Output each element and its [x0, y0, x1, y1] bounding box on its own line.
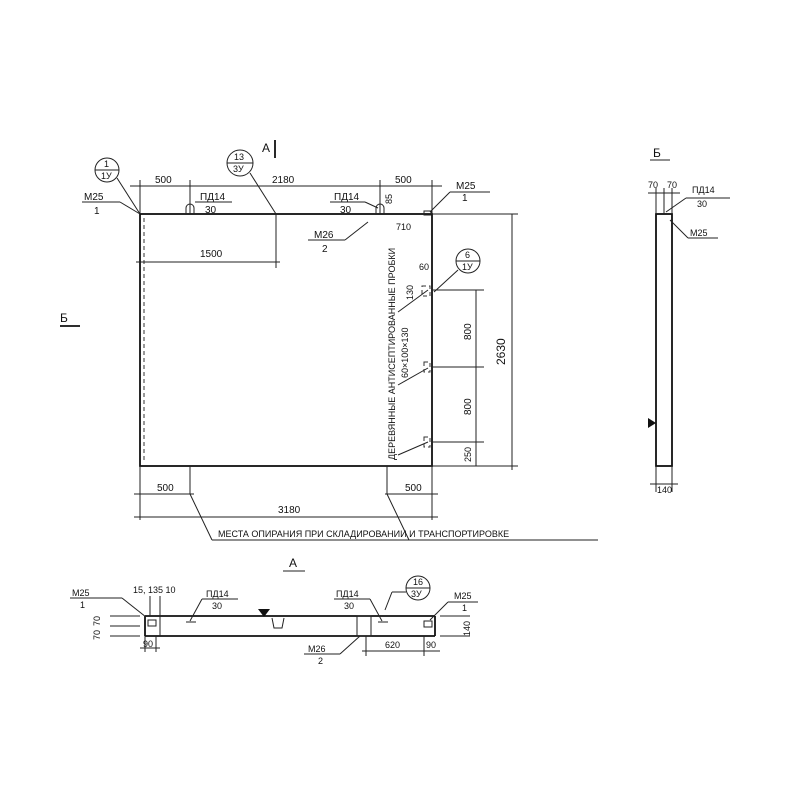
panel-outline: [139, 213, 433, 467]
side-view-title: Б: [653, 146, 661, 160]
side-dim-70-a: 70: [648, 180, 658, 190]
side-pd14-top: ПД14: [692, 185, 715, 195]
section-mark-a: А: [262, 141, 270, 155]
sec-dim-90-right: 90: [426, 640, 436, 650]
svg-text:М25: М25: [456, 181, 476, 192]
svg-text:1: 1: [462, 193, 468, 204]
sec-dim-70-b: 70: [92, 630, 102, 640]
section-a: А М25 1 15, 135 10 70 70 90 ПД14 30: [70, 556, 478, 666]
svg-text:13: 13: [234, 152, 244, 162]
svg-text:30: 30: [212, 601, 222, 611]
dim-2180: 2180: [272, 175, 295, 186]
svg-text:1: 1: [104, 159, 109, 169]
label-pd14-right: ПД14 30: [330, 192, 385, 216]
svg-text:16: 16: [413, 577, 423, 587]
support-note: МЕСТА ОПИРАНИЯ ПРИ СКЛАДИРОВАНИИ И ТРАНС…: [218, 529, 509, 539]
svg-text:3У: 3У: [411, 589, 422, 599]
side-pd14-bottom: 30: [697, 199, 707, 209]
sec-dim-70-a: 70: [92, 616, 102, 626]
svg-text:6: 6: [465, 250, 470, 260]
svg-text:1: 1: [462, 603, 467, 613]
svg-text:1: 1: [94, 206, 100, 217]
sec-label-pd14-right: ПД14 30: [334, 589, 383, 622]
label-m25-left: М25 1: [82, 192, 141, 217]
callout-1-1u: 1 1У: [94, 157, 141, 215]
sec-dim-620: 620: [385, 640, 400, 650]
label-pd14-left: ПД14 30: [185, 192, 232, 216]
sec-label-m25-left: М25 1: [70, 588, 147, 618]
dim-500-bottom-left: 500: [157, 483, 174, 494]
svg-text:ПД14: ПД14: [206, 589, 229, 599]
dim-500-right: 500: [395, 175, 412, 186]
svg-text:30: 30: [344, 601, 354, 611]
section-a-title: А: [289, 556, 297, 570]
sec-dim-140: 140: [462, 621, 472, 636]
dim-1500: 1500: [200, 249, 223, 260]
svg-text:2: 2: [322, 244, 328, 255]
svg-text:3У: 3У: [233, 164, 244, 174]
sec-dim-90-left: 90: [143, 639, 153, 649]
svg-text:ПД14: ПД14: [200, 192, 226, 203]
dim-3180: 3180: [278, 505, 301, 516]
sec-label-pd14-left: ПД14 30: [189, 589, 238, 622]
dim-60: 60: [419, 262, 429, 272]
svg-text:30: 30: [340, 205, 352, 216]
dim-710: 710: [396, 222, 411, 232]
dim-800-b: 800: [463, 398, 474, 415]
sec-label-m25-right: М25 1: [429, 591, 478, 621]
plan-view: А Б 500 2180 500 1500 1 1У 13 3У: [60, 140, 598, 541]
side-view-b: Б 70 70 ПД14 30 М25 140: [648, 146, 730, 495]
section-mark-b: Б: [60, 311, 68, 325]
svg-text:М26: М26: [308, 644, 326, 654]
side-dim-70-b: 70: [667, 180, 677, 190]
dim-800-a: 800: [463, 323, 474, 340]
dim-85: 85: [384, 194, 394, 204]
dim-130: 130: [405, 285, 415, 300]
label-m26: М26 2: [308, 221, 369, 255]
sec-callout-16-3u: 16 3У: [384, 575, 431, 611]
svg-text:М25: М25: [84, 192, 104, 203]
svg-text:2: 2: [318, 656, 323, 666]
side-m25: М25: [690, 228, 708, 238]
svg-text:ПД14: ПД14: [336, 589, 359, 599]
svg-text:М25: М25: [72, 588, 90, 598]
dim-2630: 2630: [494, 338, 508, 365]
svg-text:1У: 1У: [462, 262, 473, 272]
sec-label-m26: М26 2: [304, 635, 361, 666]
svg-text:М26: М26: [314, 230, 334, 241]
level-mark-icon: [648, 418, 656, 428]
dim-500-left: 500: [155, 175, 172, 186]
svg-text:1: 1: [80, 600, 85, 610]
svg-text:ПД14: ПД14: [334, 192, 360, 203]
callout-6-1u: 6 1У: [433, 248, 481, 293]
dim-500-bottom-right: 500: [405, 483, 422, 494]
label-m25-right: М25 1: [423, 181, 490, 216]
svg-text:30: 30: [205, 205, 217, 216]
wood-plugs-note: ДЕРЕВЯННЫЕ АНТИСЕПТИРОВАННЫЕ ПРОБКИ: [387, 248, 397, 460]
side-dim-140: 140: [657, 485, 672, 495]
svg-text:1У: 1У: [101, 171, 112, 181]
sec-dims-top: 15, 135 10: [133, 585, 176, 595]
level-mark-icon: [258, 609, 270, 617]
callout-13-3u: 13 3У: [226, 149, 277, 215]
svg-text:М25: М25: [454, 591, 472, 601]
wood-plugs-size: 60×100×130: [400, 327, 410, 378]
dim-250: 250: [463, 447, 473, 462]
